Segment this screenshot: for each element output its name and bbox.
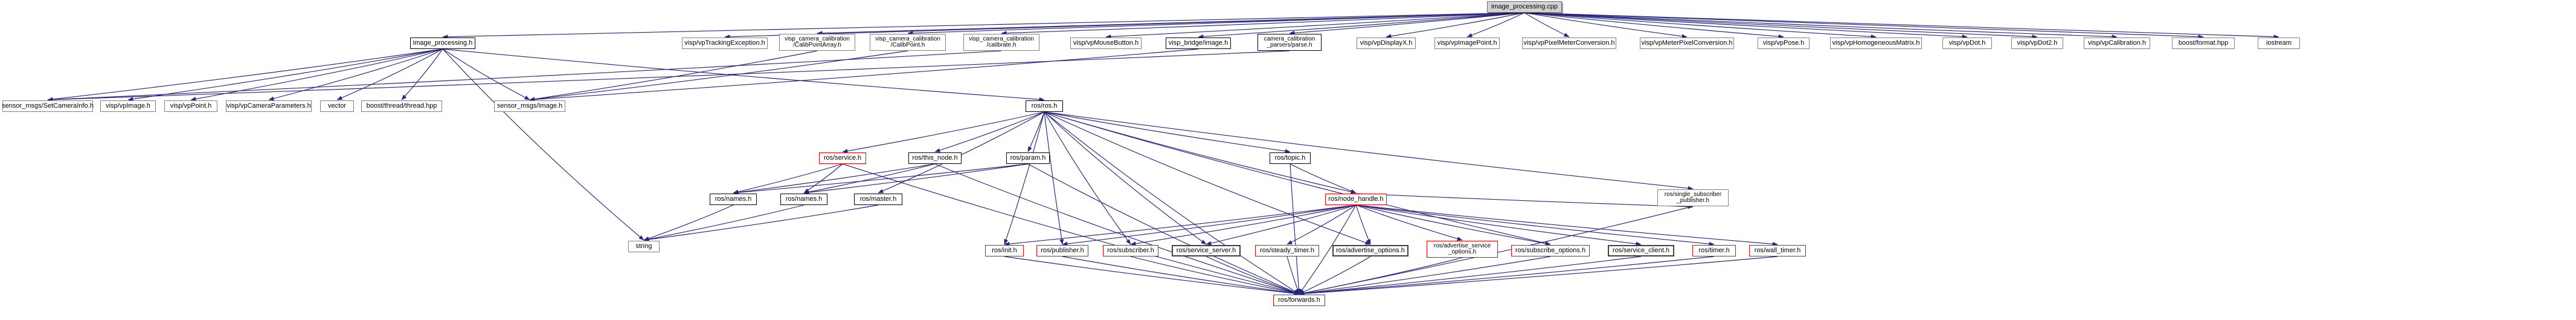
graph-node[interactable]: visp/vpImagePoint.h	[1434, 38, 1500, 49]
graph-node[interactable]: ros/param.h	[1006, 152, 1050, 164]
graph-node[interactable]: ros/master.h	[854, 194, 902, 205]
graph-node[interactable]: camera_calibration _parsers/parse.h	[1257, 34, 1322, 51]
graph-root-node[interactable]: image_processing.cpp	[1487, 1, 1562, 13]
graph-node[interactable]: visp/vpImage.h	[100, 100, 156, 112]
graph-node[interactable]: visp_bridge/image.h	[1166, 38, 1231, 49]
graph-node[interactable]: visp_camera_calibration /CalibPoint.h	[870, 34, 946, 51]
graph-node[interactable]: visp/vpDot.h	[1942, 38, 1992, 49]
graph-node[interactable]: visp/vpMouseButton.h	[1070, 38, 1142, 49]
graph-node[interactable]: visp/vpCalibration.h	[2084, 38, 2150, 49]
graph-node[interactable]: ros/publisher.h	[1036, 245, 1088, 256]
graph-node[interactable]: visp/vpPose.h	[1758, 38, 1810, 49]
graph-node[interactable]: ros/timer.h	[1692, 245, 1736, 256]
graph-node[interactable]: string	[628, 241, 660, 252]
graph-node[interactable]: sensor_msgs/Image.h	[494, 100, 565, 112]
graph-node[interactable]: ros/names.h	[710, 194, 757, 205]
graph-node[interactable]: vector	[320, 100, 354, 112]
graph-node[interactable]: ros/ros.h	[1026, 100, 1063, 112]
graph-node[interactable]: boost/format.hpp	[2172, 38, 2235, 49]
graph-node[interactable]: ros/subscriber.h	[1103, 245, 1158, 256]
graph-node[interactable]: ros/service_server.h	[1172, 245, 1241, 256]
graph-node[interactable]: sensor_msgs/SetCameraInfo.h	[2, 100, 94, 112]
graph-node[interactable]: ros/node_handle.h	[1325, 194, 1387, 205]
graph-node[interactable]: ros/service.h	[819, 152, 866, 164]
graph-node[interactable]: ros/topic.h	[1270, 152, 1311, 164]
graph-node[interactable]: ros/single_subscriber _publisher.h	[1657, 189, 1729, 206]
graph-node[interactable]: visp/vpCameraParameters.h	[226, 100, 312, 112]
graph-node[interactable]: visp/vpPixelMeterConversion.h	[1522, 38, 1616, 49]
graph-node[interactable]: visp_camera_calibration /calibrate.h	[963, 34, 1039, 51]
graph-node[interactable]: ros/service_client.h	[1608, 245, 1674, 256]
graph-node[interactable]: visp/vpTrackingException.h	[682, 38, 768, 49]
graph-node[interactable]: ros/wall_timer.h	[1749, 245, 1806, 256]
graph-node[interactable]: visp_camera_calibration /CalibPointArray…	[779, 34, 855, 51]
graph-node[interactable]: ros/forwards.h	[1273, 295, 1325, 306]
graph-node[interactable]: ros/names.h	[780, 194, 827, 205]
graph-node[interactable]: visp/vpDot2.h	[2011, 38, 2063, 49]
graph-node[interactable]: visp/vpMeterPixelConversion.h	[1640, 38, 1734, 49]
graph-node[interactable]: ros/advertise_options.h	[1332, 245, 1408, 256]
graph-node[interactable]: ros/subscribe_options.h	[1511, 245, 1590, 256]
graph-node[interactable]: ros/advertise_service _options.h	[1427, 241, 1498, 258]
graph-node[interactable]: ros/this_node.h	[908, 152, 962, 164]
graph-node[interactable]: iostream	[2258, 38, 2300, 49]
graph-node[interactable]: ros/init.h	[985, 245, 1024, 256]
graph-node[interactable]: visp/vpHomogeneousMatrix.h	[1830, 38, 1922, 49]
graph-node[interactable]: visp/vpPoint.h	[164, 100, 217, 112]
graph-node[interactable]: boost/thread/thread.hpp	[361, 100, 442, 112]
graph-node[interactable]: ros/steady_timer.h	[1255, 245, 1319, 256]
graph-node[interactable]: visp/vpDisplayX.h	[1357, 38, 1416, 49]
graph-node[interactable]: image_processing.h	[410, 38, 475, 49]
